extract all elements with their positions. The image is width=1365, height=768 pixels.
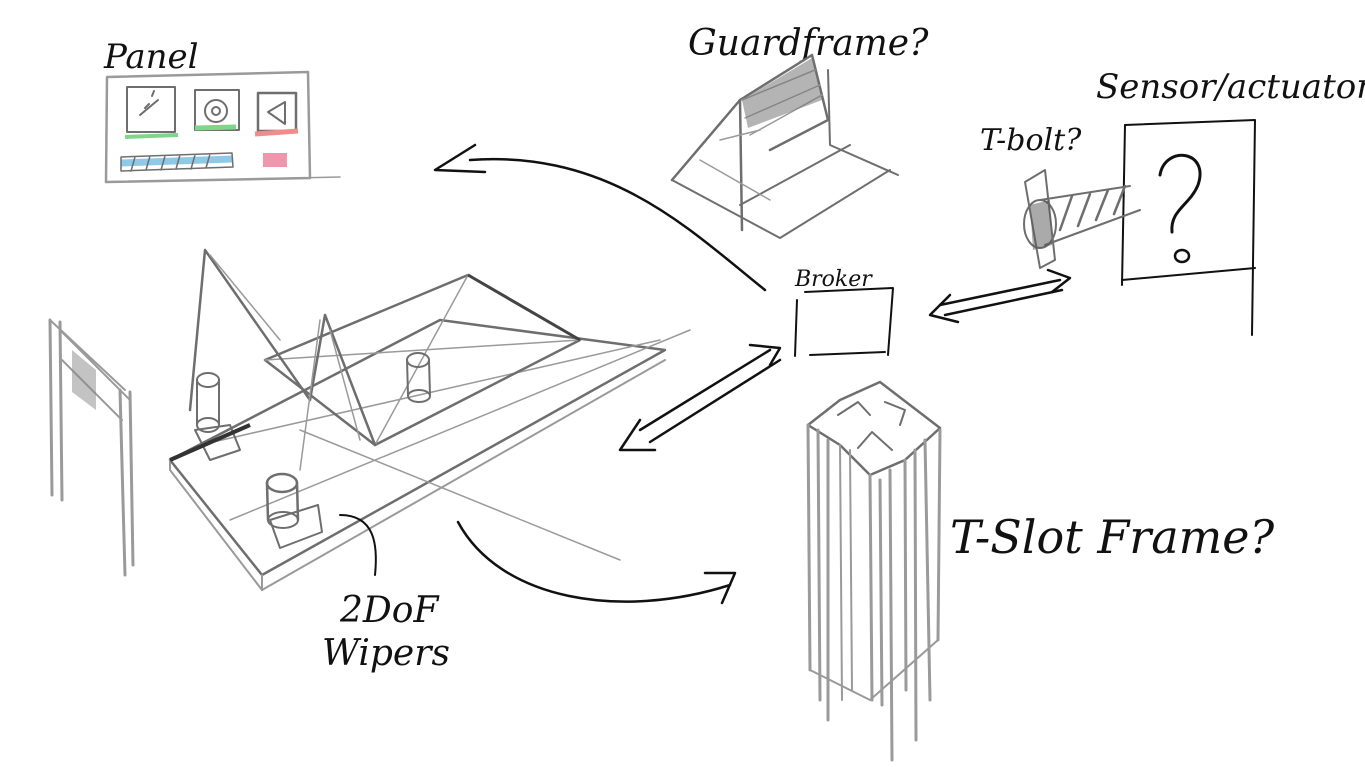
t-bolt-label: T-bolt? (980, 123, 1082, 158)
guard-frame-sketch: Guardframe? (672, 23, 929, 238)
wiper-table-sketch (170, 250, 690, 590)
panel-sketch: Panel (103, 37, 340, 182)
question-mark-icon (1160, 155, 1200, 262)
broker-label: Broker (794, 267, 873, 292)
panel-blue-bar (121, 159, 232, 163)
t-slot-frame-label: T-Slot Frame? (950, 510, 1274, 564)
gauge-icon (125, 87, 178, 137)
at-sign-icon (195, 90, 239, 130)
panel-green-bar (195, 127, 236, 128)
broker-sketch: Broker (794, 267, 893, 356)
arrow-to-tslot (458, 522, 735, 603)
wipers-label-line1: 2DoF (339, 590, 440, 631)
speaker-icon (255, 93, 298, 134)
wipers-label-line2: Wipers (322, 633, 450, 674)
panel-red-bar (255, 131, 298, 134)
sensor-actuator-label: Sensor/actuator (1096, 67, 1365, 107)
left-frame-sketch (50, 320, 133, 575)
arrow-broker-sensor (930, 270, 1070, 322)
t-slot-frame-sketch (808, 382, 940, 760)
arrow-to-panel (435, 145, 765, 290)
panel-pink-button (263, 153, 287, 167)
panel-green-bar-left (125, 135, 178, 137)
panel-label: Panel (103, 37, 199, 77)
